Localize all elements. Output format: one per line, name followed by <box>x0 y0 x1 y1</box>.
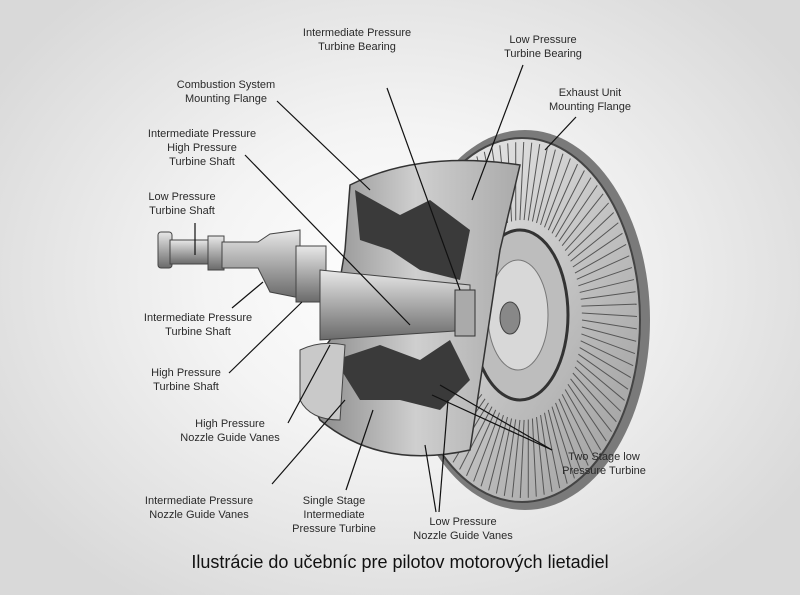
turbine-blade <box>558 185 598 242</box>
label-line: Two Stage low <box>568 451 640 463</box>
turbine-blade <box>570 222 619 262</box>
turbine-blade <box>572 232 623 268</box>
label-line: Nozzle Guide Vanes <box>413 530 513 542</box>
label-line: Low Pressure <box>509 34 577 46</box>
turbine-blade <box>544 158 571 228</box>
turbine-blade <box>579 347 632 378</box>
turbine-blade <box>581 303 637 307</box>
turbine-blade <box>519 141 525 221</box>
leader-lines <box>194 64 577 513</box>
turbine-blade <box>578 353 629 390</box>
turbine-blade <box>581 319 637 330</box>
label-line: Turbine Bearing <box>504 48 582 60</box>
turbine-blade <box>574 366 622 412</box>
label-line: Pressure Turbine <box>292 523 376 535</box>
turbine-blade <box>581 326 637 342</box>
turbine-blade <box>466 409 497 477</box>
turbine-blade <box>551 406 575 479</box>
label-ip-hp-turbine-shaft: Intermediate Pressure High Pressure Turb… <box>148 127 256 169</box>
turbine-blade <box>580 340 634 367</box>
turbine-blade <box>581 333 636 355</box>
label-line: Combustion System <box>176 79 276 91</box>
turbine-blade <box>555 402 582 473</box>
turbine-blade <box>527 144 541 221</box>
label-line: High Pressure <box>195 418 265 430</box>
label-line: Turbine Shaft <box>169 156 235 168</box>
label-ip-nozzle-vanes: Intermediate Pressure Nozzle Guide Vanes <box>145 494 253 522</box>
turbine-blade <box>564 389 602 451</box>
turbine-blade <box>459 406 493 470</box>
turbine-blade <box>561 193 604 246</box>
turbine-blade <box>547 163 578 231</box>
caption: Ilustrácie do učebníc pre pilotov motoro… <box>191 552 609 572</box>
label-lp-nozzle-vanes: Low Pressure Nozzle Guide Vanes <box>413 515 512 543</box>
label-line: Intermediate Pressure <box>147 128 257 140</box>
label-single-stage-ip-turbine: Single Stage Intermediate Pressure Turbi… <box>292 494 376 536</box>
turbine-blade <box>572 372 617 423</box>
turbine-blade <box>531 146 549 222</box>
label-line: Mounting Flange <box>185 93 267 105</box>
label-lp-turbine-bearing: Low Pressure Turbine Bearing <box>504 33 582 61</box>
turbine-blade <box>558 398 589 466</box>
label-line: Turbine Bearing <box>318 41 396 53</box>
turbine-blade <box>561 394 596 459</box>
label-hp-nozzle-vanes: High Pressure Nozzle Guide Vanes <box>180 417 279 445</box>
label-two-stage-lp-turbine: Two Stage low Pressure Turbine <box>562 450 646 478</box>
label-line: Nozzle Guide Vanes <box>180 432 280 444</box>
turbine-blade <box>495 418 513 494</box>
turbine-blade <box>531 418 537 497</box>
turbine-blade <box>578 267 633 287</box>
label-line: Pressure Turbine <box>562 465 646 477</box>
label-line: Intermediate Pressure <box>144 495 254 507</box>
turbine-blade <box>567 383 607 442</box>
label-line: Turbine Shaft <box>165 326 231 338</box>
turbine-blade <box>581 312 638 317</box>
turbine-blade <box>570 378 612 432</box>
label-ip-turbine-shaft: Intermediate Pressure Turbine Shaft <box>144 311 252 339</box>
turbine-blade <box>576 255 630 280</box>
label-line: High Pressure <box>151 367 221 379</box>
turbine-blade <box>567 212 615 257</box>
turbine-blade <box>536 416 545 495</box>
label-line: Exhaust Unit <box>558 87 622 99</box>
label-line: Low Pressure <box>148 191 216 203</box>
label-line: Nozzle Guide Vanes <box>149 509 249 521</box>
turbine-blade <box>488 416 508 491</box>
turbine-blade <box>480 414 504 487</box>
label-hp-turbine-shaft: High Pressure Turbine Shaft <box>151 366 221 394</box>
label-lp-turbine-shaft: Low Pressure Turbine Shaft <box>148 190 215 218</box>
label-line: Intermediate Pressure <box>143 312 253 324</box>
label-exhaust-flange: Exhaust Unit Mounting Flange <box>549 86 631 114</box>
turbine-shaft <box>157 229 476 341</box>
turbine-blade <box>551 170 585 234</box>
turbine-blade <box>574 243 627 274</box>
turbine-blade <box>580 291 636 300</box>
label-line: Turbine Shaft <box>153 381 219 393</box>
label-line: Intermediate <box>303 509 365 521</box>
label-line: Single Stage <box>302 495 366 507</box>
label-line: Intermediate Pressure <box>302 27 412 39</box>
label-ip-turbine-bearing: Intermediate Pressure Turbine Bearing <box>303 26 411 54</box>
turbine-blade <box>547 409 568 484</box>
label-line: High Pressure <box>167 142 237 154</box>
turbine-blade <box>536 149 556 224</box>
label-line: Mounting Flange <box>549 101 631 113</box>
turbine-blade <box>511 419 521 498</box>
turbine-blade <box>579 279 635 293</box>
label-line: Turbine Shaft <box>149 205 215 217</box>
turbine-blade <box>540 153 564 226</box>
label-line: Low Pressure <box>429 516 497 528</box>
turbine-blade <box>543 412 561 489</box>
turbine-blade <box>576 360 625 401</box>
turbine-blade <box>555 177 592 238</box>
label-combustion-flange: Combustion System Mounting Flange <box>177 78 275 106</box>
turbine-blade <box>523 142 533 221</box>
turbine-blade <box>540 415 553 492</box>
turbine-blade <box>564 202 609 251</box>
